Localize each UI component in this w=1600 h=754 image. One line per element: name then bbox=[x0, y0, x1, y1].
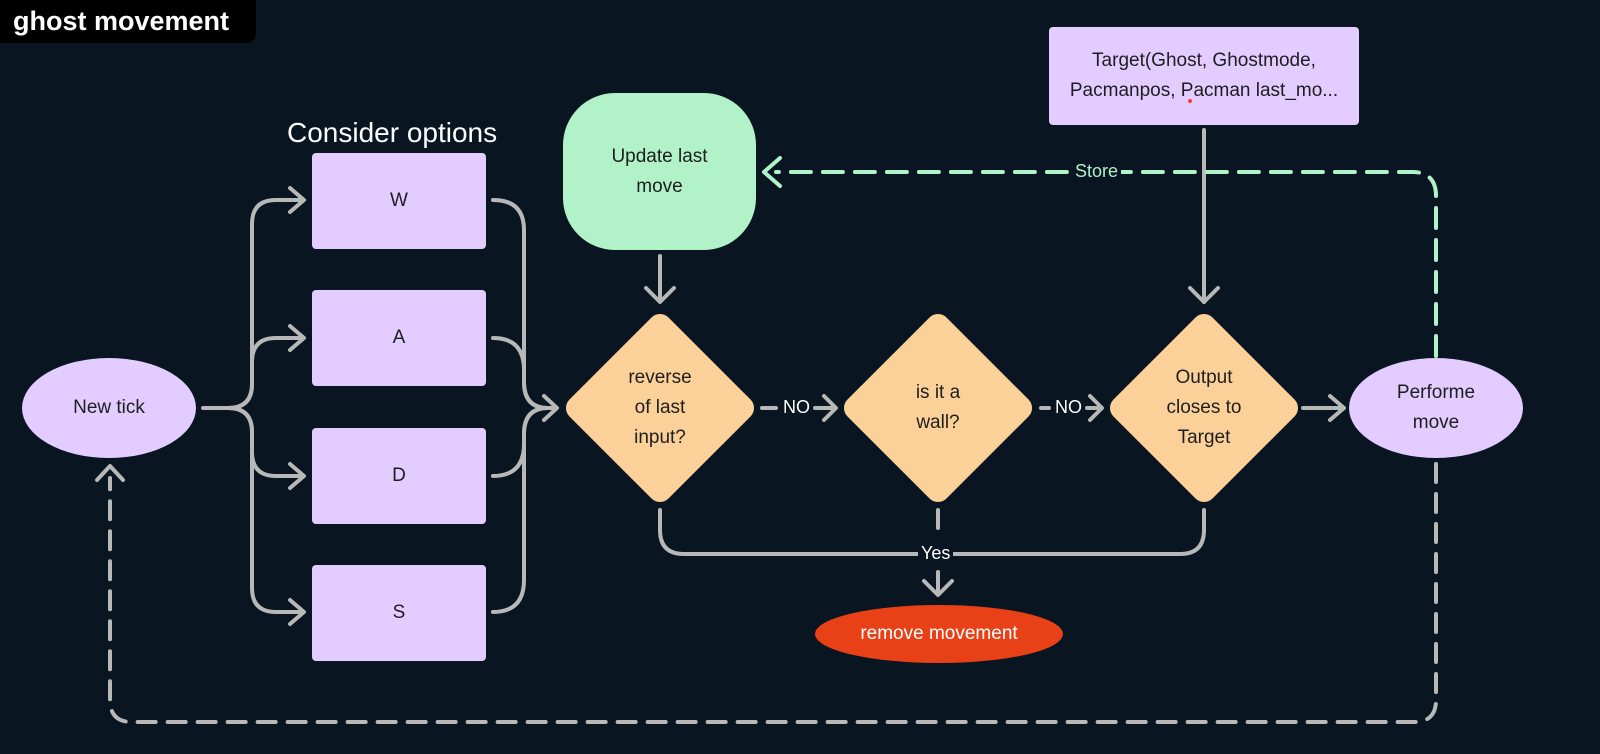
target-function-label: Target(Ghost, Ghostmode, Pacmanpos, Pacm… bbox=[1069, 50, 1339, 101]
remove-movement-node[interactable]: remove movement bbox=[815, 605, 1063, 663]
remove-movement-label: remove movement bbox=[860, 623, 1018, 644]
perform-move-label: Performe move bbox=[1396, 382, 1476, 433]
option-w-node[interactable]: W bbox=[312, 153, 486, 249]
consider-options-label: Consider options bbox=[287, 117, 498, 148]
connector-a-reverse bbox=[491, 336, 550, 410]
wall-check-label: is it a wall? bbox=[915, 382, 961, 433]
output-check-decision[interactable]: Output closes to Target bbox=[1105, 309, 1303, 507]
edge-label-no-1: NO bbox=[780, 397, 813, 418]
reverse-check-decision[interactable]: reverse of last input? bbox=[561, 309, 759, 507]
new-tick-node[interactable]: New tick bbox=[22, 358, 196, 458]
connector-d-reverse bbox=[491, 406, 550, 478]
arrowhead-a bbox=[288, 324, 306, 352]
new-tick-label: New tick bbox=[73, 397, 145, 418]
arrowhead-s bbox=[288, 598, 306, 626]
target-function-node[interactable]: Target(Ghost, Ghostmode, Pacmanpos, Pacm… bbox=[1049, 27, 1359, 125]
connector-newtick-a bbox=[226, 336, 305, 410]
option-a-node[interactable]: A bbox=[312, 290, 486, 386]
option-d-label: D bbox=[392, 465, 406, 486]
diagram-title: ghost movement bbox=[0, 0, 256, 43]
connector-newtick-s bbox=[226, 406, 305, 614]
connector-loop-back bbox=[108, 462, 1438, 724]
arrowhead-store bbox=[762, 156, 782, 188]
cursor-dot bbox=[1188, 99, 1192, 103]
update-last-move-node[interactable]: Update last move bbox=[563, 93, 756, 250]
option-s-label: S bbox=[392, 602, 406, 623]
arrowhead-update bbox=[644, 286, 676, 304]
arrowhead-w bbox=[288, 186, 306, 214]
option-d-node[interactable]: D bbox=[312, 428, 486, 524]
arrowhead-target bbox=[1188, 286, 1220, 304]
edge-label-store: Store bbox=[1072, 161, 1122, 182]
option-w-label: W bbox=[390, 190, 408, 211]
arrowhead-newtick bbox=[95, 464, 125, 482]
connector-store bbox=[774, 170, 1438, 358]
option-a-label: A bbox=[392, 327, 406, 348]
arrowhead-no-2 bbox=[1088, 394, 1104, 422]
arrowhead-reverse bbox=[542, 394, 559, 422]
option-s-node[interactable]: S bbox=[312, 565, 486, 661]
wall-check-decision[interactable]: is it a wall? bbox=[839, 309, 1037, 507]
connector-s-reverse bbox=[491, 406, 550, 614]
output-check-label: Output closes to Target bbox=[1166, 367, 1242, 448]
update-last-move-label: Update last move bbox=[611, 145, 708, 197]
arrowhead-perform bbox=[1328, 394, 1346, 422]
edge-label-no-2: NO bbox=[1052, 397, 1085, 418]
arrowhead-d bbox=[288, 462, 306, 490]
perform-move-node[interactable]: Performe move bbox=[1349, 358, 1523, 458]
reverse-check-label: reverse of last input? bbox=[628, 367, 692, 448]
arrowhead-remove bbox=[922, 579, 954, 597]
arrowhead-no-1 bbox=[822, 394, 838, 422]
edge-label-yes: Yes bbox=[918, 543, 954, 564]
